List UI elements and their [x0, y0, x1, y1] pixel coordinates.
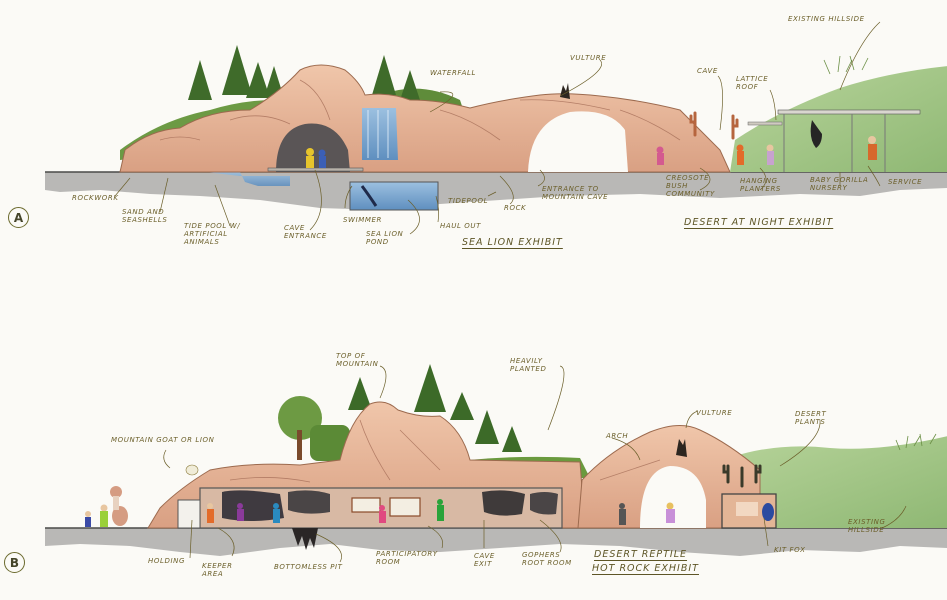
label-hanging-planters: Hanging Planters — [740, 177, 781, 193]
label-top-of-mountain: Top of Mountain — [336, 352, 379, 368]
label-mountain-goat-or-lion: Mountain Goat or Lion — [111, 436, 215, 444]
label-sea-lion-pond: Sea Lion Pond — [366, 230, 404, 246]
label-baby-gorilla-nursery: Baby Gorilla Nursery — [810, 176, 869, 192]
label-existing-hillside-a: Existing Hillside — [788, 15, 865, 23]
title-hot-rock-exhibit: Hot Rock Exhibit — [592, 563, 699, 574]
label-tidepool: Tidepool — [448, 197, 489, 205]
section-b-drawing — [45, 364, 947, 563]
title-sea-lion-exhibit: Sea Lion Exhibit — [462, 237, 563, 248]
label-lattice-roof: Lattice Roof — [736, 75, 769, 91]
label-swimmer: Swimmer — [343, 216, 382, 224]
label-haul-out: Haul Out — [440, 222, 482, 230]
section-a-marker-letter: A — [13, 210, 24, 225]
label-sand-and-seashells: Sand and Seashells — [122, 208, 168, 224]
label-existing-hillside-b: Existing Hillside — [848, 518, 886, 534]
section-b-marker-letter: B — [9, 555, 20, 570]
label-vulture-a: Vulture — [570, 54, 607, 62]
label-service: Service — [888, 178, 923, 186]
label-cave-exit: Cave Exit — [474, 552, 495, 568]
label-creosote-bush-community: Creosote Bush Community — [666, 174, 715, 198]
label-participatory-room: Participatory Room — [376, 550, 438, 566]
section-a-marker: A — [8, 207, 29, 228]
label-cave-entrance: Cave Entrance — [284, 224, 327, 240]
label-holding: Holding — [148, 557, 185, 565]
label-bottomless-pit: Bottomless Pit — [274, 563, 343, 571]
label-kit-fox: Kit Fox — [774, 546, 806, 554]
label-keeper-area: Keeper Area — [202, 562, 233, 578]
title-desert-at-night-exhibit: Desert at Night Exhibit — [684, 217, 834, 228]
label-desert-plants: Desert Plants — [795, 410, 827, 426]
label-cave-a: Cave — [697, 67, 718, 75]
title-desert-reptile: Desert Reptile — [594, 549, 688, 560]
label-arch: Arch — [606, 432, 629, 440]
label-heavily-planted: Heavily Planted — [510, 357, 547, 373]
label-waterfall: Waterfall — [430, 69, 477, 77]
label-rock: Rock — [504, 204, 527, 212]
label-gophers-root-room: Gophers Root Room — [522, 551, 572, 567]
label-entrance-to-mountain-cave: Entrance to Mountain Cave — [542, 185, 609, 201]
section-a-drawing — [45, 21, 947, 235]
label-tide-pool: Tide Pool w/ Artificial Animals — [184, 222, 241, 246]
label-vulture-b: Vulture — [696, 409, 733, 417]
label-rockwork: Rockwork — [72, 194, 119, 202]
section-b-marker: B — [4, 552, 25, 573]
